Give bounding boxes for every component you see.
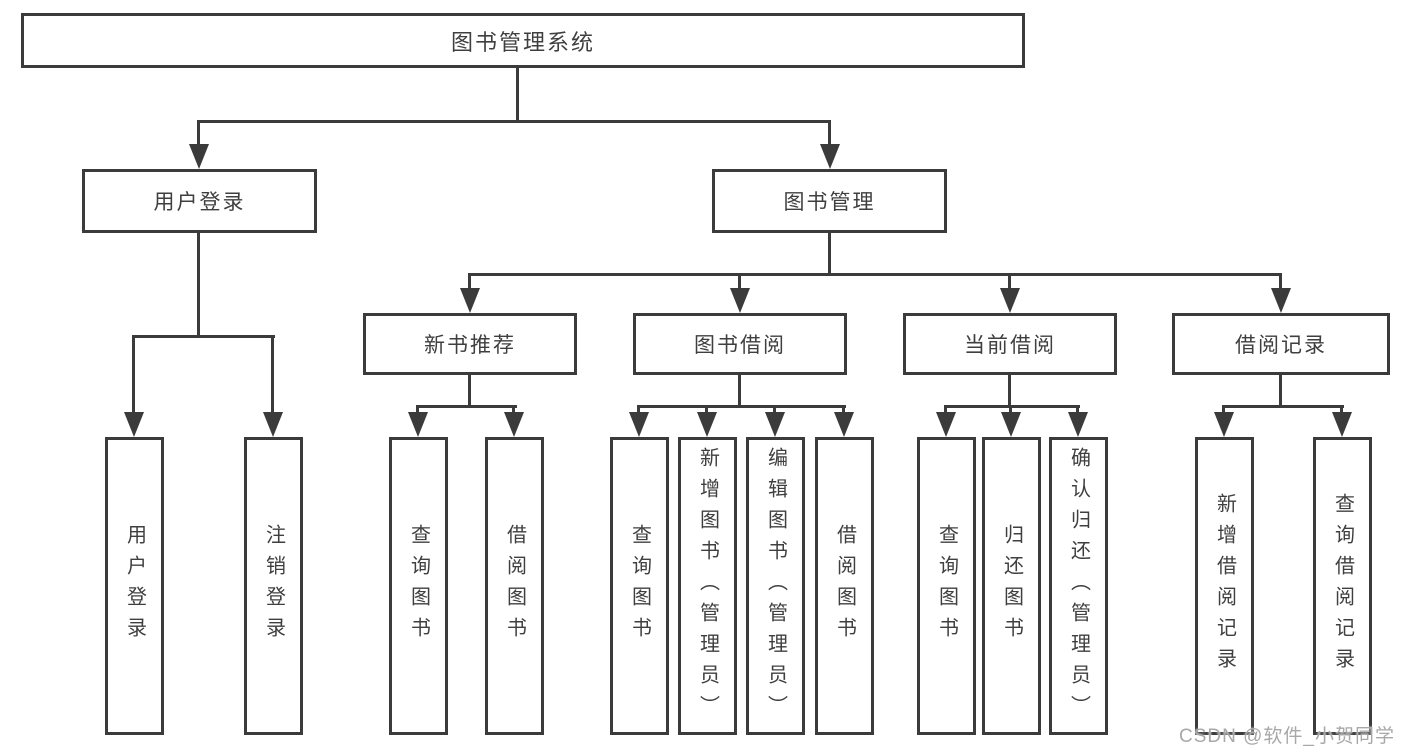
arrow-down-icon — [730, 288, 750, 313]
node-label: 查询图书 — [407, 524, 430, 648]
node-logout: 注销登录 — [244, 437, 303, 735]
connector-line — [1009, 405, 1012, 415]
connector-line — [468, 273, 1282, 276]
node-add-borrow-record: 新增借阅记录 — [1195, 437, 1254, 735]
arrow-down-icon — [1332, 412, 1352, 437]
connector-line — [828, 233, 831, 275]
node-label: 归还图书 — [1000, 524, 1023, 648]
connector-line — [1076, 405, 1079, 415]
node-label: 用户登录 — [153, 191, 246, 214]
connector-line — [512, 405, 515, 415]
arrow-down-icon — [504, 412, 524, 437]
node-label: 借阅记录 — [1235, 334, 1327, 357]
node-query-borrow-record: 查询借阅记录 — [1313, 437, 1372, 735]
node-new-book-recommendation: 新书推荐 — [363, 313, 577, 375]
connector-line — [132, 335, 135, 415]
connector-line — [637, 405, 640, 415]
node-label: 新增图书（管理员） — [696, 446, 719, 726]
node-confirm-return-admin: 确认归还（管理员） — [1049, 437, 1108, 735]
node-label: 当前借阅 — [964, 334, 1056, 357]
node-query-books-recommend: 查询图书 — [389, 437, 448, 735]
arrow-down-icon — [629, 412, 649, 437]
connector-line — [738, 375, 741, 407]
arrow-down-icon — [263, 412, 283, 437]
connector-line — [197, 120, 200, 148]
connector-line — [705, 405, 708, 415]
arrow-down-icon — [189, 144, 209, 169]
connector-line — [271, 335, 274, 415]
node-edit-books-admin: 编辑图书（管理员） — [746, 437, 805, 735]
arrow-down-icon — [936, 412, 956, 437]
node-borrowing-records: 借阅记录 — [1172, 313, 1390, 375]
arrow-down-icon — [1271, 288, 1291, 313]
arrow-down-icon — [408, 412, 428, 437]
arrow-down-icon — [820, 144, 840, 169]
connector-line — [468, 273, 471, 291]
connector-line — [416, 405, 517, 408]
connector-line — [944, 405, 1080, 408]
node-label: 图书借阅 — [694, 334, 786, 357]
connector-line — [944, 405, 947, 415]
node-book-borrowing: 图书借阅 — [633, 313, 847, 375]
node-root: 图书管理系统 — [21, 13, 1025, 68]
node-book-management: 图书管理 — [712, 169, 947, 233]
arrow-down-icon — [1214, 412, 1234, 437]
arrow-down-icon — [697, 412, 717, 437]
node-label: 新书推荐 — [424, 334, 516, 357]
connector-line — [1340, 405, 1343, 415]
connector-line — [416, 405, 419, 415]
node-label: 查询借阅记录 — [1331, 493, 1354, 679]
connector-line — [1279, 273, 1282, 291]
connector-line — [1008, 375, 1011, 407]
arrow-down-icon — [124, 412, 144, 437]
arrow-down-icon — [460, 288, 480, 313]
connector-line — [1008, 273, 1011, 291]
node-borrow-books-recommend: 借阅图书 — [485, 437, 544, 735]
node-query-books-borrow: 查询图书 — [610, 437, 669, 735]
connector-line — [1222, 405, 1344, 408]
connector-line — [828, 120, 831, 148]
connector-line — [773, 405, 776, 415]
arrow-down-icon — [1000, 288, 1020, 313]
arrow-down-icon — [1068, 412, 1088, 437]
arrow-down-icon — [834, 412, 854, 437]
connector-line — [468, 375, 471, 407]
node-label: 注销登录 — [262, 524, 285, 648]
arrow-down-icon — [1001, 412, 1021, 437]
node-label: 图书管理 — [783, 191, 876, 214]
node-user-login: 用户登录 — [82, 169, 317, 233]
arrow-down-icon — [765, 412, 785, 437]
connector-line — [738, 273, 741, 291]
node-query-books-current: 查询图书 — [917, 437, 976, 735]
node-label: 编辑图书（管理员） — [764, 446, 787, 726]
connector-line — [197, 120, 831, 123]
connector-line — [1279, 375, 1282, 407]
node-label: 用户登录 — [123, 524, 146, 648]
connector-line — [516, 68, 519, 122]
node-label: 确认归还（管理员） — [1067, 446, 1090, 726]
node-return-books: 归还图书 — [982, 437, 1041, 735]
node-borrow-books: 借阅图书 — [815, 437, 874, 735]
connector-line — [197, 233, 200, 337]
connector-line — [1222, 405, 1225, 415]
watermark: CSDN @软件_小贺同学 — [1179, 726, 1395, 747]
node-label: 借阅图书 — [833, 524, 856, 648]
node-label: 查询图书 — [935, 524, 958, 648]
node-root-label: 图书管理系统 — [450, 29, 595, 55]
connector-line — [842, 405, 845, 415]
node-current-borrowing: 当前借阅 — [903, 313, 1117, 375]
node-user-login-action: 用户登录 — [105, 437, 164, 735]
node-add-books-admin: 新增图书（管理员） — [678, 437, 737, 735]
connector-line — [132, 335, 275, 338]
node-label: 新增借阅记录 — [1213, 493, 1236, 679]
connector-line — [637, 405, 846, 408]
node-label: 借阅图书 — [503, 524, 526, 648]
node-label: 查询图书 — [628, 524, 651, 648]
